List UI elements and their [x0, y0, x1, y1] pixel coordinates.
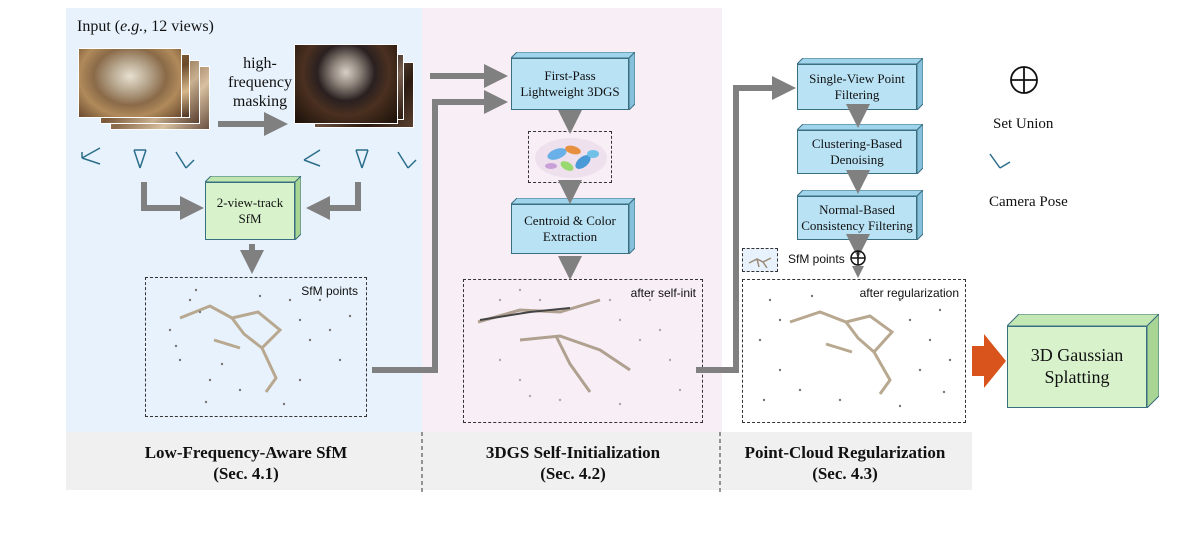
centroid-line1: Centroid & Color [524, 213, 616, 229]
camera-pose-icon [133, 149, 147, 169]
gaussian-ellipsoids-icon [535, 138, 607, 178]
sfm-box-line2: SfM [238, 211, 262, 226]
output-arrow [972, 334, 1006, 388]
right-to-sfm-arrow [306, 182, 361, 220]
single-view-line1: Single-View Point [809, 71, 905, 87]
sfm-point-cloud [168, 288, 352, 406]
clustering-denoising-box: Clustering-Based Denoising [797, 124, 923, 174]
first-pass-line1: First-Pass [544, 68, 596, 84]
legend-union-label: Set Union [993, 116, 1054, 132]
normal-line2: Consistency Filtering [801, 218, 913, 233]
normal-consistency-box: Normal-Based Consistency Filtering [797, 190, 923, 240]
camera-pose-icon [175, 151, 195, 169]
camera-pose-icon [989, 153, 1011, 169]
after-self-init-label: after self-init [630, 286, 696, 300]
section2-title: 3DGS Self-Initialization (Sec. 4.2) [485, 443, 661, 484]
point-cloud-thumb-icon [748, 257, 772, 269]
gaussian-line2: Splatting [1044, 367, 1110, 387]
clustering-line2: Denoising [830, 152, 884, 167]
camera-pose-icon [81, 147, 101, 165]
first-pass-3dgs-box: First-Pass Lightweight 3DGS [511, 52, 635, 110]
centroid-line2: Extraction [542, 229, 598, 244]
footer-band [66, 432, 972, 490]
regularization-point-cloud [758, 294, 952, 408]
set-union-icon [850, 250, 866, 266]
after-regularization-label: after regularization [859, 286, 959, 300]
self-init-point-cloud [477, 288, 682, 406]
section1-title: Low-Frequency-Aware SfM (Sec. 4.1) [144, 443, 348, 484]
sfm-points-to-firstpass-arrow [372, 90, 508, 373]
sfm-points-box: SfM points [145, 277, 367, 417]
camera-pose-icon [355, 149, 369, 169]
centroid-color-box: Centroid & Color Extraction [511, 198, 635, 254]
sfm-points-union-label: SfM points [788, 252, 845, 266]
sfm-box: 2-view-track SfM [205, 176, 301, 240]
sfm-points-label: SfM points [301, 284, 358, 298]
camera-pose-icon [303, 149, 321, 167]
first-pass-line2: Lightweight 3DGS [520, 84, 620, 99]
after-regularization-box: after regularization [742, 279, 966, 423]
sfm-points-thumbnail [742, 248, 778, 272]
input-label: Input (e.g., 12 views) [77, 18, 214, 35]
single-view-filtering-box: Single-View Point Filtering [797, 58, 923, 110]
left-to-sfm-arrow [141, 182, 204, 220]
clustering-line1: Clustering-Based [811, 136, 903, 152]
section3-title: Point-Cloud Regularization (Sec. 4.3) [744, 443, 946, 484]
masking-label: high- frequency masking [228, 55, 292, 111]
masked-view-image [294, 44, 398, 124]
after-self-init-box: after self-init [463, 279, 703, 423]
selfinit-to-regularization-arrow [696, 76, 796, 373]
normal-line1: Normal-Based [819, 202, 895, 218]
gaussian-line1: 3D Gaussian [1030, 345, 1124, 366]
camera-pose-icon [397, 151, 417, 169]
sfm-box-line1: 2-view-track [216, 195, 284, 211]
single-view-line2: Filtering [834, 87, 880, 102]
gaussian-splatting-box: 3D Gaussian Splatting [1007, 314, 1159, 408]
legend-set-union-icon [1010, 66, 1038, 94]
input-view-image [78, 48, 182, 118]
legend-camera-label: Camera Pose [989, 194, 1068, 210]
